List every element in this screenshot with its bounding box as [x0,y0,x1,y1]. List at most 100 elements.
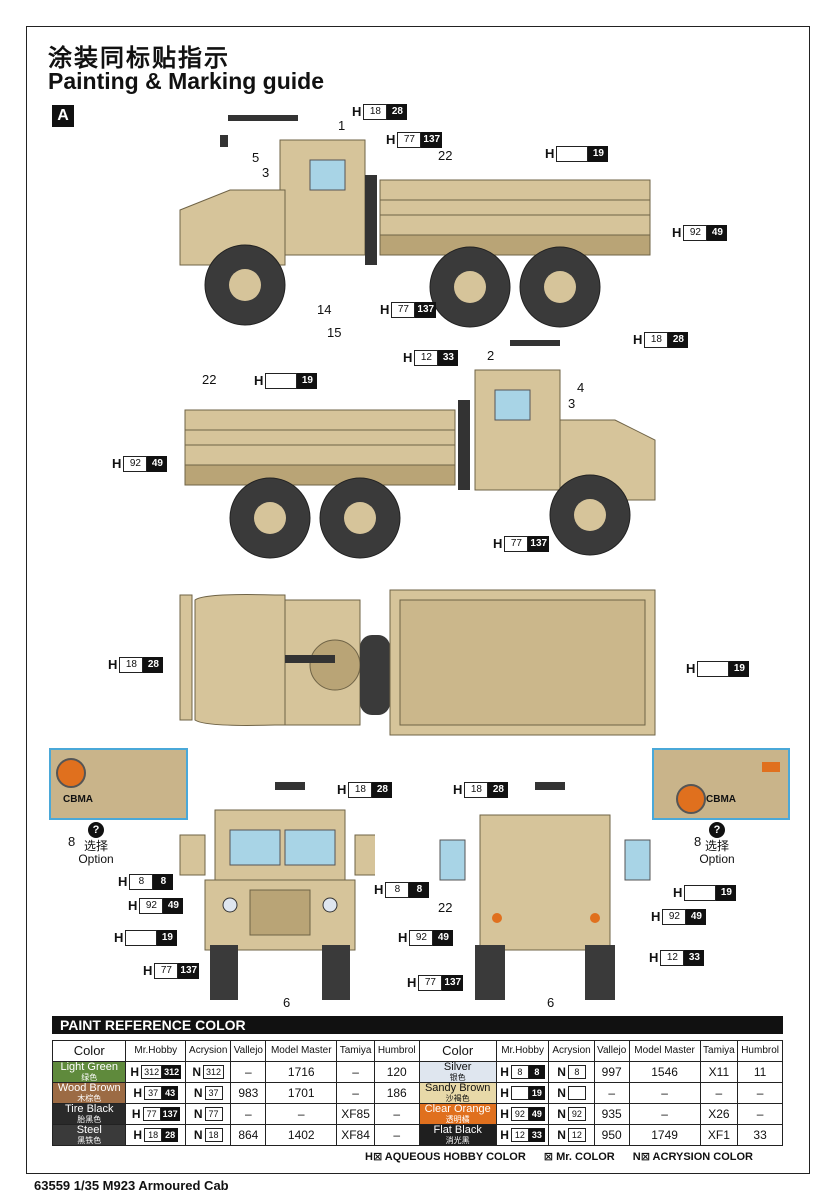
acrysion-cell: N [548,1082,595,1104]
color-name-cn: 银色 [449,1073,466,1082]
color-name-cn: 黑铁色 [77,1136,102,1145]
ref-header-cell: Acrysion [185,1040,232,1062]
truck-front-view [179,782,375,1000]
vallejo-cell: 983 [230,1082,267,1104]
ref-header-cell: Color [418,1040,497,1062]
humbrol-cell: – [737,1103,783,1125]
part-number: 22 [438,148,453,163]
color-name: Flat Black [433,1124,482,1136]
model-master-cell: 1716 [265,1061,338,1083]
vallejo-cell: – [230,1061,267,1083]
part-number: 5 [252,150,260,165]
color-name: Clear Orange [424,1103,491,1115]
ref-header-cell: Humbrol [737,1040,783,1062]
option-label-en: Option [78,852,114,866]
inset-tag [762,762,780,772]
page-title: Painting & Marking guide [48,68,325,94]
part-number: 3 [568,396,576,411]
detail-inset-right: CBMA [652,748,790,820]
legend-mr-color: ⊠ Mr. COLOR [543,1151,615,1163]
humbrol-cell: – [737,1082,783,1104]
ref-header-cell: Model Master [628,1040,701,1062]
option-note-left: ? 选择 Option [76,822,116,866]
inset-marking-text: CBMA [63,794,93,805]
color-name: Light Green [60,1061,118,1073]
tamiya-cell: XF85 [336,1103,375,1125]
model-master-cell: 1546 [628,1061,701,1083]
color-name: Sandy Brown [424,1082,491,1094]
part-number: 6 [283,995,291,1010]
option-label-cn: 选择 [83,839,108,853]
page-frame [26,26,810,1174]
color-name-cn: 木棕色 [77,1094,102,1103]
legend-acrysion: N⊠ ACRYSION COLOR [632,1151,753,1163]
tamiya-cell: X11 [699,1061,739,1083]
ref-header-cell: Acrysion [548,1040,595,1062]
model-master-cell: 1701 [265,1082,338,1104]
marker-light-icon [676,784,706,814]
model-master-cell: – [628,1103,701,1125]
part-number: 1 [338,118,346,133]
color-name: Tire Black [64,1103,114,1115]
color-name-cn: 胎黑色 [77,1115,102,1124]
tamiya-cell: XF84 [336,1124,375,1146]
tamiya-cell: – [336,1082,375,1104]
part-number: 4 [577,380,585,395]
part-number: 22 [202,372,217,387]
humbrol-cell: – [373,1124,420,1146]
question-icon: ? [88,822,104,838]
ref-header-cell: Color [51,1040,127,1062]
option-label-en: Option [699,852,735,866]
color-name: Steel [76,1124,102,1136]
part-number: 8 [694,834,702,849]
question-icon: ? [709,822,725,838]
truck-side-view-left [179,115,651,328]
tamiya-cell: XF1 [699,1124,739,1146]
legend-aqueous: H⊠ AQUEOUS HOBBY COLOR [365,1151,526,1163]
humbrol-cell: 33 [737,1124,783,1146]
color-name-cn: 绿色 [81,1073,98,1082]
paint-reference-header: PAINT REFERENCE COLOR [52,1016,783,1034]
tamiya-cell: X26 [699,1103,739,1125]
part-number: 3 [262,165,270,180]
part-number: 6 [547,995,555,1010]
tamiya-cell: – [699,1082,739,1104]
title-chinese: 涂装同标贴指示 [48,45,230,72]
ref-header-cell: Humbrol [373,1040,420,1062]
color-name: Wood Brown [57,1082,121,1094]
model-master-cell: 1749 [628,1124,701,1146]
detail-inset-left: CBMA [49,748,188,820]
